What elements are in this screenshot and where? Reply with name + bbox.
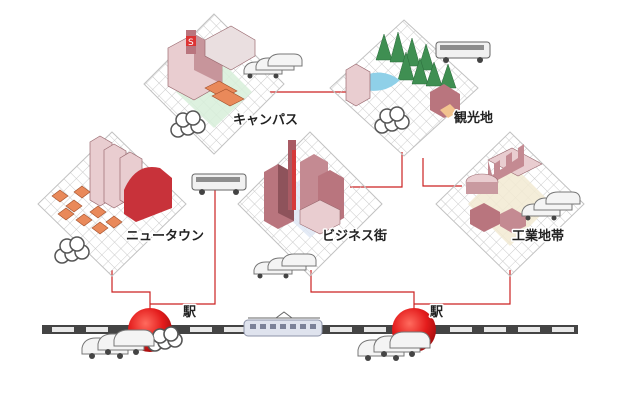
- svg-text:観光地: 観光地: [453, 110, 493, 126]
- svg-text:キャンパス: キャンパス: [233, 113, 298, 128]
- connector-business-tourism: [350, 152, 403, 188]
- station-left-label: 駅: [182, 305, 197, 320]
- station-left-bicycles-icon: [147, 326, 183, 352]
- svg-text:S: S: [188, 38, 194, 48]
- svg-text:駅: 駅: [429, 305, 444, 320]
- connector-business-station-right: [310, 270, 415, 320]
- train-icon: [243, 311, 323, 337]
- industrial-buildings: [465, 144, 543, 233]
- station-left: 駅 駅: [81, 304, 199, 359]
- area-industrial: 工業地帯 工業地帯: [435, 131, 585, 277]
- station-right-label: 駅: [429, 305, 444, 320]
- campus-buildings: [167, 25, 256, 107]
- svg-text:駅: 駅: [182, 305, 197, 320]
- tourism-buildings: [345, 63, 460, 118]
- station-right-taxis-icon: [357, 331, 431, 361]
- tourism-bicycles-icon: [374, 106, 410, 134]
- bus-icon: [191, 173, 247, 195]
- svg-text:ビジネス街: ビジネス街: [322, 228, 387, 244]
- industrial-label: 工業地帯: [512, 228, 564, 244]
- connector-lines: [111, 91, 511, 320]
- connector-campus-station-left: [150, 190, 216, 305]
- connector-newtown-station-left: [111, 270, 151, 320]
- newtown-bicycles-icon: [54, 236, 90, 264]
- industrial-taxis-icon: [521, 191, 581, 221]
- newtown-houses-icon: [51, 185, 123, 235]
- business-taxis-icon: [253, 253, 317, 279]
- area-campus: S キャンパス キャンパス: [143, 13, 303, 155]
- svg-text:ニュータウン: ニュータウン: [126, 229, 204, 244]
- tourism-forest-icon: [375, 31, 457, 89]
- campus-taxis-icon: [243, 53, 303, 79]
- area-business: ビジネス街 ビジネス街: [237, 131, 389, 279]
- area-tourism: 観光地 観光地: [329, 19, 495, 157]
- campus-sign-icon: S: [186, 36, 196, 48]
- svg-text:工業地帯: 工業地帯: [512, 228, 564, 244]
- area-newtown: ニュータウン ニュータウン: [37, 131, 206, 277]
- station-right: 駅 駅: [357, 304, 446, 361]
- campus-label: キャンパス: [233, 113, 298, 128]
- newtown-buildings: [89, 135, 172, 222]
- campus-bicycles-icon: [170, 110, 206, 138]
- station-left-taxis-icon: [81, 329, 155, 359]
- tourism-bus-icon: [435, 41, 491, 63]
- business-buildings: [264, 140, 344, 235]
- newtown-label: ニュータウン: [126, 229, 204, 244]
- connector-tourism-industrial: [422, 158, 462, 187]
- connector-industrial-station-right: [414, 270, 511, 305]
- business-label: ビジネス街: [322, 228, 387, 244]
- tourism-label: 観光地: [453, 110, 493, 126]
